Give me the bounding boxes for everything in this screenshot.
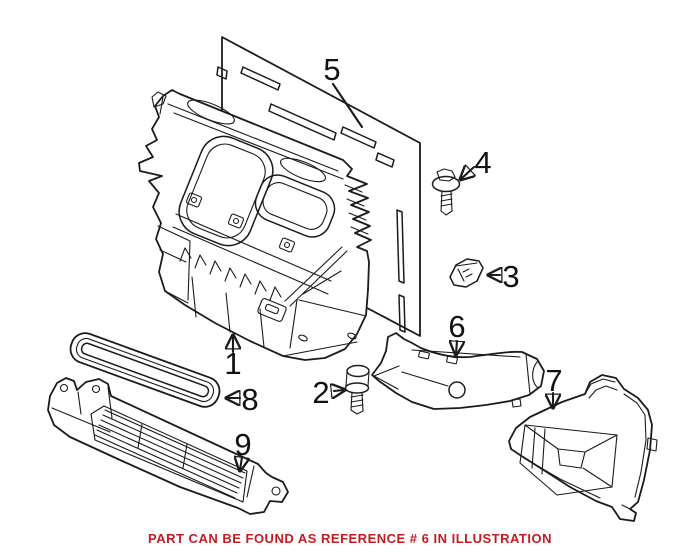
leader-arrow-6 — [456, 339, 457, 354]
leader-arrow-4 — [461, 167, 474, 179]
part-8-seal-frame — [69, 332, 221, 408]
callout-3: 3 — [502, 259, 519, 294]
callout-4: 4 — [474, 145, 491, 180]
part-9-lower-duct — [47, 377, 289, 515]
callout-2: 2 — [312, 375, 329, 410]
leader-arrow-2 — [334, 390, 344, 391]
part-6-air-duct — [371, 332, 545, 410]
callout-6: 6 — [448, 309, 465, 344]
callout-7: 7 — [545, 363, 562, 398]
leader-arrow-9 — [240, 457, 242, 470]
callout-5: 5 — [323, 52, 340, 87]
callout-labels: 1 2 3 4 5 6 7 8 9 — [224, 52, 563, 470]
reference-note: PART CAN BE FOUND AS REFERENCE # 6 IN IL… — [148, 531, 552, 546]
part-2-screw — [344, 364, 370, 415]
callout-8: 8 — [241, 382, 258, 417]
callout-1: 1 — [224, 346, 241, 381]
part-3-clip — [449, 258, 484, 288]
part-7-duct-box — [508, 374, 658, 522]
callout-9: 9 — [234, 427, 251, 462]
part-4-screw — [431, 168, 461, 216]
part-1-front-panel — [138, 89, 372, 361]
leader-line-5 — [331, 82, 364, 129]
